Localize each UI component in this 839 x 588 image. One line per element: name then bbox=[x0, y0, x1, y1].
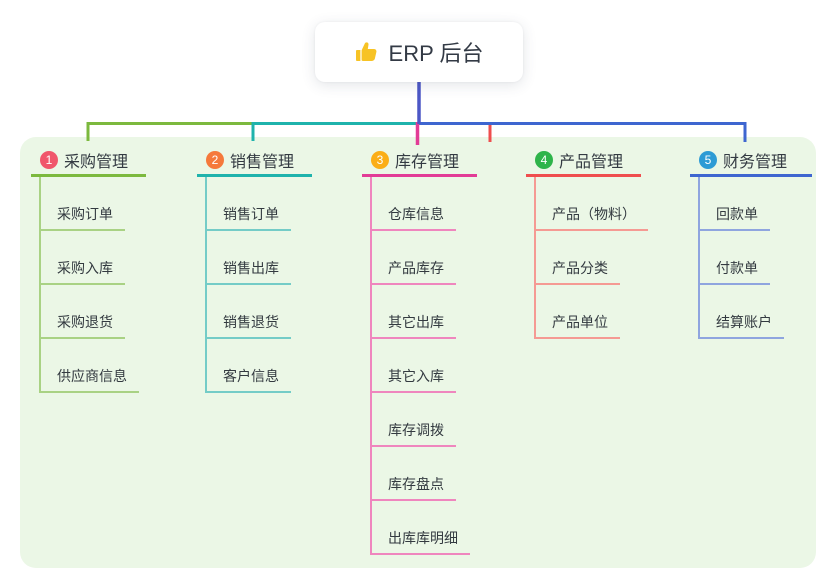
node-sales-outbound[interactable]: 销售出库 bbox=[205, 231, 312, 285]
node-other-outbound[interactable]: 其它出库 bbox=[370, 285, 477, 339]
node-payment-bill[interactable]: 付款单 bbox=[698, 231, 812, 285]
branch-inventory-trunk-line bbox=[370, 177, 372, 555]
branch-product: 4 产品管理 产品（物料） 产品分类 产品单位 bbox=[526, 146, 648, 339]
branch-purchase: 1 采购管理 采购订单 采购入库 采购退货 供应商信息 bbox=[31, 146, 146, 393]
thumbs-up-icon bbox=[355, 42, 376, 61]
branch-inventory-node[interactable]: 3 库存管理 bbox=[362, 146, 477, 177]
node-outbound-detail[interactable]: 出库库明细 bbox=[370, 501, 477, 555]
branch-inventory-label: 库存管理 bbox=[395, 154, 460, 171]
branch-finance-node[interactable]: 5 财务管理 bbox=[690, 146, 812, 177]
badge-2: 2 bbox=[206, 151, 224, 169]
branch-finance-label: 财务管理 bbox=[723, 154, 788, 171]
badge-4: 4 bbox=[535, 151, 553, 169]
badge-5: 5 bbox=[699, 151, 717, 169]
node-product-unit[interactable]: 产品单位 bbox=[534, 285, 648, 339]
branch-purchase-node[interactable]: 1 采购管理 bbox=[31, 146, 146, 177]
node-warehouse-info[interactable]: 仓库信息 bbox=[370, 177, 477, 231]
node-product-material[interactable]: 产品（物料） bbox=[534, 177, 648, 231]
node-product-category[interactable]: 产品分类 bbox=[534, 231, 648, 285]
branch-purchase-trunk-line bbox=[39, 177, 41, 393]
branch-purchase-label: 采购管理 bbox=[64, 154, 129, 171]
branch-product-label: 产品管理 bbox=[559, 154, 624, 171]
badge-3: 3 bbox=[371, 151, 389, 169]
branch-product-trunk-line bbox=[534, 177, 536, 339]
branch-sales-trunk-line bbox=[205, 177, 207, 393]
node-sales-return[interactable]: 销售退货 bbox=[205, 285, 312, 339]
branch-product-node[interactable]: 4 产品管理 bbox=[526, 146, 641, 177]
branch-finance-trunk-line bbox=[698, 177, 700, 339]
node-purchase-return[interactable]: 采购退货 bbox=[39, 285, 146, 339]
node-purchase-order[interactable]: 采购订单 bbox=[39, 177, 146, 231]
node-receipt-bill[interactable]: 回款单 bbox=[698, 177, 812, 231]
node-settlement-account[interactable]: 结算账户 bbox=[698, 285, 812, 339]
node-purchase-inbound[interactable]: 采购入库 bbox=[39, 231, 146, 285]
root-label: ERP 后台 bbox=[388, 41, 484, 66]
node-stock-count[interactable]: 库存盘点 bbox=[370, 447, 477, 501]
branch-finance: 5 财务管理 回款单 付款单 结算账户 bbox=[690, 146, 812, 339]
root-node[interactable]: ERP 后台 bbox=[315, 22, 523, 82]
branch-sales: 2 销售管理 销售订单 销售出库 销售退货 客户信息 bbox=[197, 146, 312, 393]
node-supplier-info[interactable]: 供应商信息 bbox=[39, 339, 146, 393]
node-other-inbound[interactable]: 其它入库 bbox=[370, 339, 477, 393]
branch-inventory: 3 库存管理 仓库信息 产品库存 其它出库 其它入库 库存调拨 库存盘点 出库库… bbox=[362, 146, 477, 555]
node-stock-transfer[interactable]: 库存调拨 bbox=[370, 393, 477, 447]
branches-panel bbox=[20, 137, 816, 568]
node-sales-order[interactable]: 销售订单 bbox=[205, 177, 312, 231]
branch-sales-node[interactable]: 2 销售管理 bbox=[197, 146, 312, 177]
node-customer-info[interactable]: 客户信息 bbox=[205, 339, 312, 393]
node-product-stock[interactable]: 产品库存 bbox=[370, 231, 477, 285]
badge-1: 1 bbox=[40, 151, 58, 169]
branch-sales-label: 销售管理 bbox=[230, 154, 295, 171]
